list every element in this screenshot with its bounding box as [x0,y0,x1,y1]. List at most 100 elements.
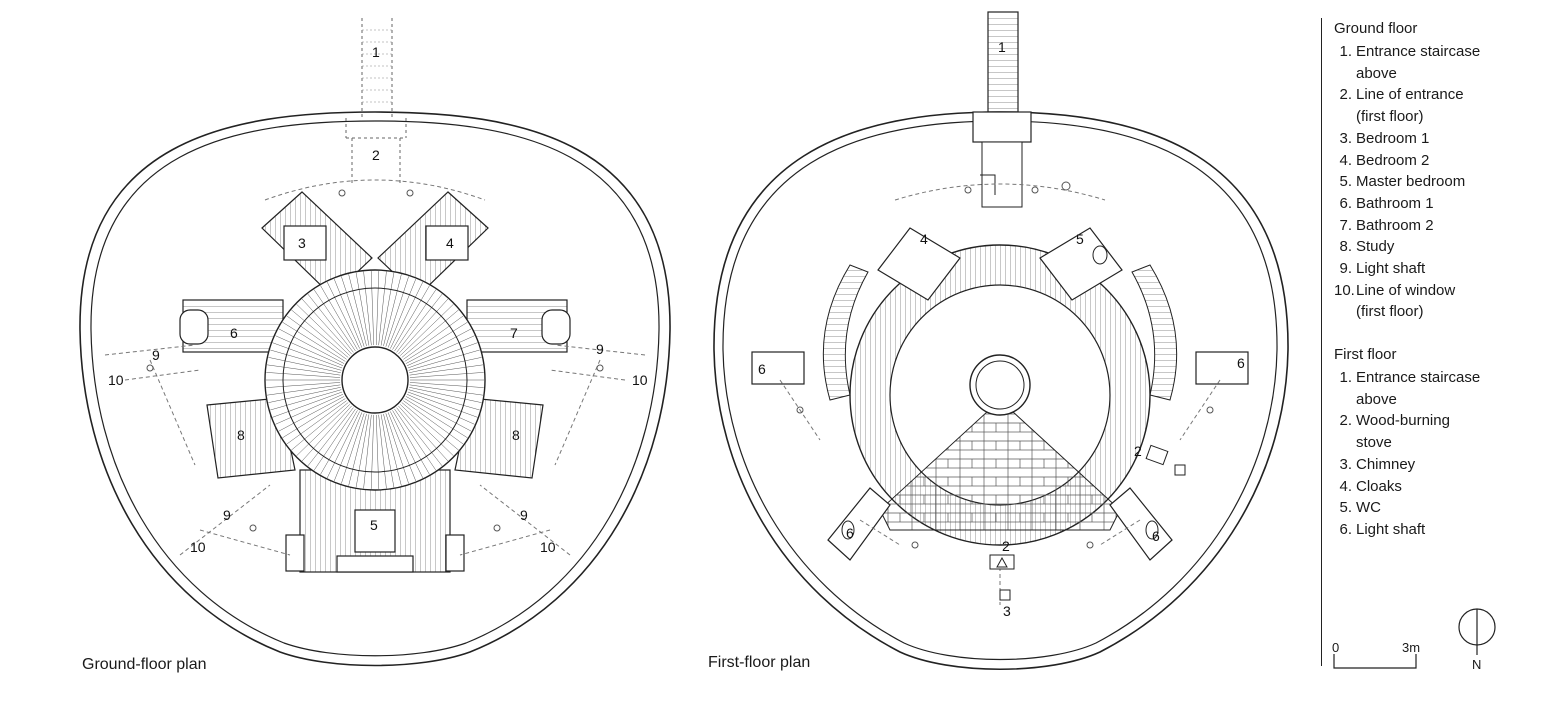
legend-item-number: 1. [1339,43,1352,60]
ground-label-9-a: 9 [152,347,160,363]
floor-board-line [385,413,409,484]
legend-item-text: Bedroom 1 [1356,129,1430,147]
floor-board-line [409,387,482,403]
first-label-5: 5 [1076,231,1084,247]
floor-board-line [408,389,480,411]
first-entrance-staircase [987,11,1019,113]
floor-board-line [270,389,342,411]
floor-board-line [401,402,459,451]
ground-label-7: 7 [510,325,518,341]
legend-item: 10.Line of window(first floor) [1334,280,1480,323]
legend-item-text: Light shaft [1356,260,1426,278]
legend-item-text: Chimney [1356,455,1416,473]
first-label-1: 1 [998,39,1006,55]
legend-divider [1321,18,1322,666]
legend-item-number: 6. [1339,194,1352,212]
floor-board-line [394,289,437,352]
floor-board-line [404,322,468,362]
floor-board-line [378,271,387,346]
legend-item: 2.Line of entrance(first floor) [1334,84,1480,127]
legend-item-number: 9. [1339,260,1352,278]
floor-board-line [275,394,344,425]
floor-board-line [278,396,345,432]
floor-board-line [326,411,360,479]
first-label-6-right: 6 [1237,355,1245,371]
first-cloaks [877,227,961,301]
legend-item: 8.Study [1334,236,1480,258]
legend-item: 4.Bedroom 2 [1334,150,1480,172]
floor-board-line [409,382,484,388]
ground-outer-wall [79,111,671,667]
floor-board-line [409,357,482,373]
first-outer-wall [713,111,1289,670]
floor-board-line [355,272,370,346]
floor-board-line [282,322,346,362]
floor-board-line [375,271,380,346]
ground-label-8-left: 8 [237,427,245,443]
floor-board-line [407,391,478,418]
floor-board-line [383,413,402,486]
floor-board-line [348,274,367,347]
floor-board-line [313,289,356,352]
floor-board-line [387,278,417,348]
legend-item-text: Cloaks [1356,477,1402,495]
legend-item: 5.WC [1334,497,1480,519]
floor-board-line [267,364,341,376]
legend-item-number: 7. [1339,216,1352,234]
floor-board-line [406,394,475,425]
ground-entrance-stair-dashed [345,18,407,185]
floor-board-line [406,335,475,366]
first-chimney-flue [969,354,1031,416]
floor-board-line [378,414,387,489]
floor-board-line [291,402,349,451]
legend-item-text: Line of window [1356,281,1456,299]
legend-item-number: 3. [1339,129,1352,147]
first-label-2-stove: 2 [1002,538,1010,554]
legend-item-continuation: above [1356,64,1397,82]
legend-item-text: Bathroom 2 [1356,216,1434,234]
floor-board-line [341,413,365,484]
legend-item-number: 1. [1339,369,1352,386]
scale-start-label: 0 [1332,640,1340,655]
floor-board-line [396,407,443,467]
floor-board-line [278,328,345,364]
legend-item-number: 8. [1339,238,1352,256]
legend-item: 3.Bedroom 1 [1334,128,1480,150]
first-chimney [999,589,1011,601]
floor-board-line [268,357,341,373]
ground-label-5: 5 [370,517,378,533]
legend-item-continuation: above [1356,390,1397,408]
first-floor-plan: 1 2 2 3 4 5 6 6 6 6 [713,11,1289,670]
floor-board-line [272,342,343,369]
floor-board-line [409,384,483,396]
ground-label-2: 2 [372,147,380,163]
floor-board-line [286,315,347,360]
first-label-4: 4 [920,231,928,247]
floor-board-line [387,412,417,482]
legend-item-continuation: (first floor) [1356,108,1424,126]
ground-dashed-lines [104,344,646,556]
floor-board-line [307,407,354,467]
floor-board-line [363,414,372,489]
floor-board-line [266,382,341,388]
legend-item: 5.Master bedroom [1334,171,1480,193]
floor-board-line [301,298,352,355]
legend-item-number: 6. [1339,520,1352,538]
legend-item: 4.Cloaks [1334,476,1480,498]
floor-board-line [380,272,395,346]
floor-board-line [380,414,395,488]
floor-board-line [405,396,472,432]
legend-item: 7.Bathroom 2 [1334,215,1480,237]
floor-board-line [392,285,430,350]
first-floor-caption: First-floor plan [708,654,811,671]
legend-item-text: Bathroom 1 [1356,194,1434,212]
legend-item-text: Line of entrance [1356,86,1464,104]
ground-label-4: 4 [446,235,454,251]
legend-item-number: 10. [1334,281,1355,299]
first-label-2-side: 2 [1134,443,1142,459]
floor-board-line [383,274,402,347]
